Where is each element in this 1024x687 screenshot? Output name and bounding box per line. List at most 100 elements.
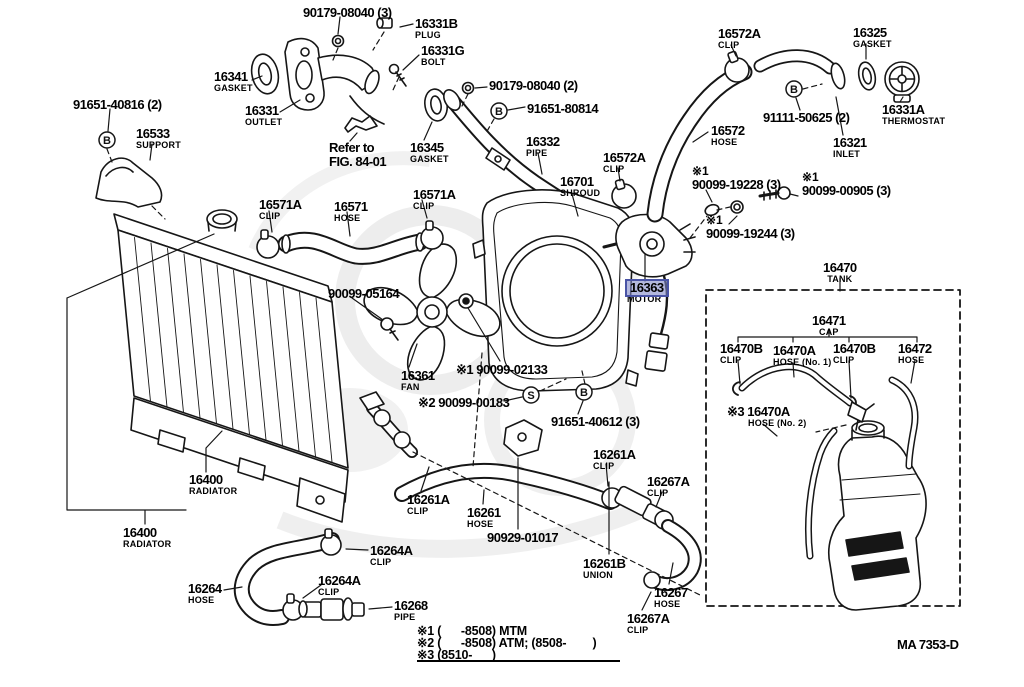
part-name: HOSE (No. 2)	[748, 417, 807, 428]
part-number: 16363	[625, 279, 669, 297]
part-number: 91651-80814	[527, 101, 599, 116]
bolt-icon	[758, 186, 791, 201]
part-label-90099-00183[interactable]: ※2 90099-00183	[418, 396, 510, 410]
part-number: 16470	[823, 260, 857, 275]
part-name: HOSE	[654, 598, 681, 609]
part-name: MOTOR	[627, 293, 662, 304]
part-number: 16267	[654, 585, 688, 600]
support-drawing	[95, 157, 163, 208]
tank-detail-box	[705, 289, 961, 611]
part-name: CLIP	[407, 505, 429, 516]
part-label-90929-01017[interactable]: 90929-01017	[487, 531, 559, 545]
part-name: INLET	[833, 148, 860, 159]
hose-clip-icon	[320, 528, 342, 556]
part-number: 16325	[853, 25, 887, 40]
callout-screw-s: S	[522, 386, 540, 404]
footnote-marker: ※1	[692, 164, 709, 178]
footnote-1: ※1 ( -8508) MTM	[417, 624, 527, 638]
part-name: GASKET	[853, 38, 892, 49]
part-number: 16361	[401, 368, 435, 383]
part-name: CLIP	[318, 586, 340, 597]
part-label-90179-08040-3[interactable]: 90179-08040 (3)	[303, 6, 392, 20]
part-label-91651-40816[interactable]: 91651-40816 (2)	[73, 98, 162, 112]
part-number: 16345	[410, 140, 444, 155]
part-name: HOSE	[467, 518, 494, 529]
hose-clip-icon	[420, 220, 444, 250]
part-name: SHROUD	[560, 187, 601, 198]
part-label-91111-50625[interactable]: 91111-50625 (2)	[763, 111, 850, 125]
radiator-drawing	[113, 209, 349, 523]
fan-drawing	[363, 243, 501, 381]
part-name: CLIP	[627, 624, 649, 635]
tank-hose-no1-drawing	[732, 363, 857, 410]
part-number: 16267A	[647, 474, 690, 489]
reservoir-hose-drawing	[394, 462, 702, 592]
part-number: 16701	[560, 174, 594, 189]
callout-letter: B	[790, 84, 798, 96]
part-name: HOSE (No. 1)	[773, 356, 832, 367]
part-name: CLIP	[259, 210, 281, 221]
part-number: 16268	[394, 598, 428, 613]
grommet-icons	[704, 186, 791, 217]
part-label-91651-80814[interactable]: 91651-80814	[527, 101, 599, 116]
reserve-tank-drawing	[828, 420, 927, 611]
part-number: 16571	[334, 199, 368, 214]
part-number: 16261	[467, 505, 501, 520]
callout-bolt-b: B	[575, 383, 593, 401]
part-label-91651-40612[interactable]: 91651-40612 (3)	[551, 415, 640, 429]
part-label-90179-08040-2[interactable]: 90179-08040 (2)	[489, 79, 578, 93]
part-label-90099-02133[interactable]: ※1 90099-02133	[456, 363, 548, 377]
refer-line: Refer to	[329, 140, 375, 155]
fan-shroud-drawing	[472, 189, 639, 392]
part-name: UNION	[583, 569, 613, 580]
part-name: RADIATOR	[189, 485, 238, 496]
part-number: 90099-19228 (3)	[692, 177, 781, 193]
drain-pipe-icon	[298, 597, 365, 621]
part-number: 16572A	[603, 150, 646, 165]
part-label-90099-05164[interactable]: 90099-05164	[328, 287, 400, 301]
